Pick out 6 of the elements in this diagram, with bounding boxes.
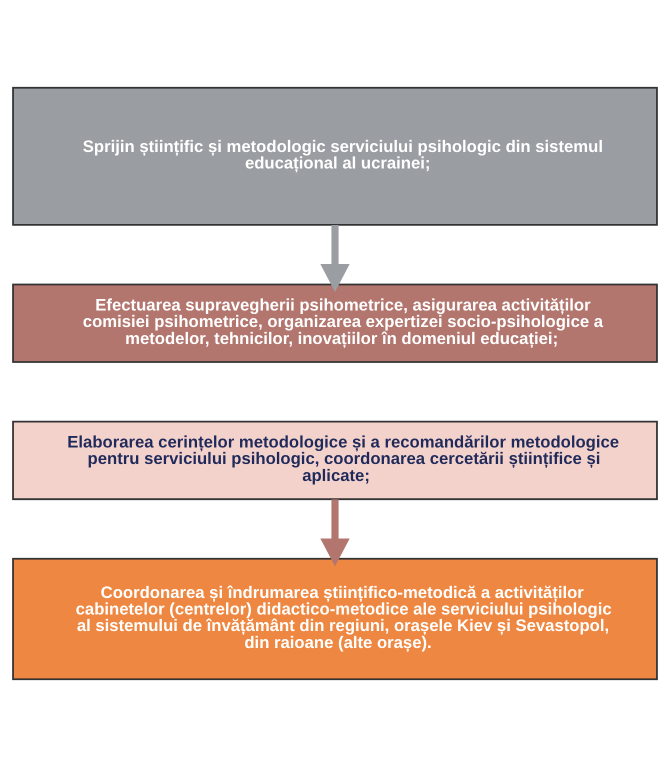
node-box: Elaborarea cerințelor metodologice și a recomandărilor metodologice pentru serviciului psihologic, coordonarea cercetării științifice și aplicate; [12, 420, 658, 500]
node-box: Coordonarea și îndrumarea științifico-metodică a activităților cabinetelor (centrelor) didactico-metodice ale serviciului psihologic al sistemului de învățământ din regiuni, orașele Kiev și Sevastopol, din raioane (alte orașe). [12, 557, 658, 680]
node-box: Sprijin științific și metodologic serviciului psihologic din sistemul educațional al ucrainei; [12, 86, 658, 226]
node-box: Efectuarea supravegherii psihometrice, asigurarea activităților comisiei psihometrice, organizarea expertizei socio-psihologice a metodelor, tehnicilor, inovațiilor în domeniul educației; [12, 283, 658, 362]
arrow [320, 224, 350, 292]
arrow [320, 498, 350, 566]
